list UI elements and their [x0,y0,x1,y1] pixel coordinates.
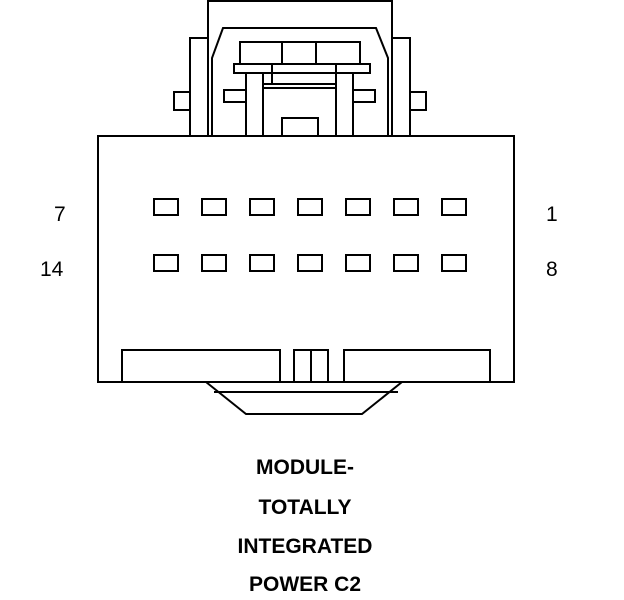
caption-line-4: POWER C2 [248,573,361,596]
pin-label-1: 1 [546,203,558,226]
latch-top-bar [239,41,361,65]
pin-cavity-14 [153,254,179,272]
pin-cavity-13 [201,254,227,272]
pin-cavities [153,198,467,272]
connector-latch [173,0,427,137]
pin-cavity-8 [441,254,467,272]
latch-left-stub [189,37,208,136]
pin-cavity-10 [345,254,371,272]
pin-cavity-9 [393,254,419,272]
pin-cavity-12 [249,254,275,272]
pin-cavity-11 [297,254,323,272]
pin-cavity-2 [393,198,419,216]
latch-release-tab [281,117,319,137]
pin-cavity-7 [153,198,179,216]
pin-cavity-4 [297,198,323,216]
connector-keyway [121,349,491,383]
pin-label-8: 8 [546,258,558,281]
latch-cross-bar [233,63,371,74]
pin-label-7: 7 [54,203,66,226]
connector-body [97,135,515,383]
latch-right-nub [409,91,427,111]
pin-cavity-3 [345,198,371,216]
caption-line-1: MODULE- [256,456,354,479]
pin-cavity-5 [249,198,275,216]
pin-cavity-1 [441,198,467,216]
latch-right-stub [392,37,411,136]
pin-label-14: 14 [40,258,64,281]
latch-left-nub [173,91,191,111]
latch-outer-frame [207,0,393,137]
connector-bottom-shroud [205,381,403,415]
caption-line-2: TOTALLY [258,496,352,519]
pin-cavity-6 [201,198,227,216]
caption-line-3: INTEGRATED [237,535,373,558]
latch-inner-outline [211,27,389,136]
